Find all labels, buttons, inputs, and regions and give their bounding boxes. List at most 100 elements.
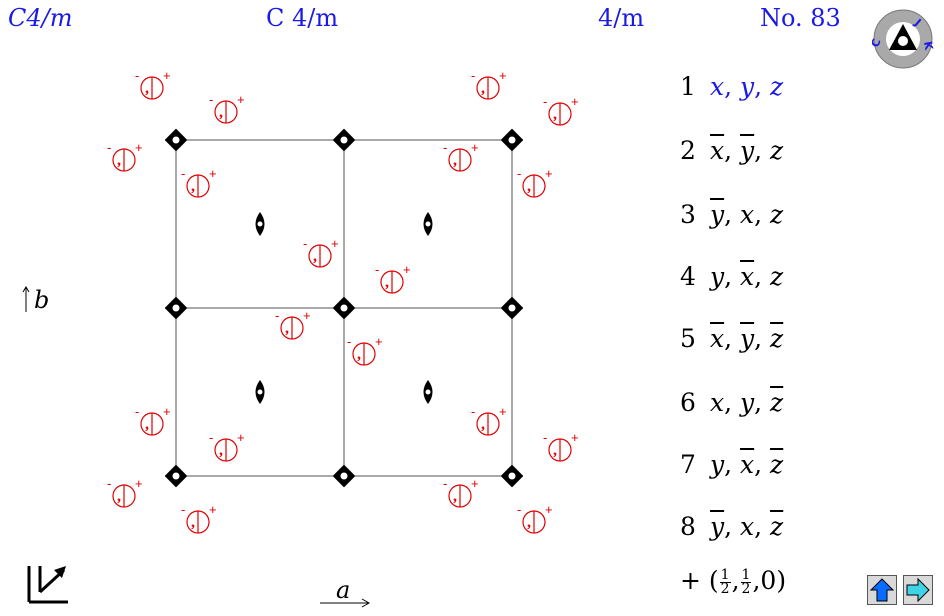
- position-number: 6: [680, 388, 696, 417]
- plus-sign: +: [571, 94, 579, 109]
- axis-a-label: a: [336, 576, 351, 604]
- inversion-center: [340, 136, 348, 144]
- coordinate: z: [770, 136, 784, 165]
- minus-sign: -: [517, 166, 521, 181]
- comma-mark: ,: [453, 152, 457, 169]
- inversion-center: [172, 304, 180, 312]
- plus-sign: +: [163, 68, 171, 83]
- plus-sign: +: [163, 404, 171, 419]
- coordinate: y: [710, 450, 725, 479]
- axis-b-label: b: [22, 286, 49, 314]
- coordinate: x: [710, 388, 725, 417]
- position-number: 4: [680, 262, 696, 291]
- coordinate: y: [710, 512, 725, 541]
- minus-sign: -: [347, 334, 351, 349]
- minus-sign: -: [543, 94, 547, 109]
- minus-sign: -: [209, 92, 213, 107]
- right-arrow-icon: [906, 577, 930, 603]
- minus-sign: -: [443, 476, 447, 491]
- plus-sign: +: [499, 404, 507, 419]
- minus-sign: -: [517, 502, 521, 517]
- up-arrow-icon: [22, 286, 30, 312]
- coordinate: y: [710, 200, 725, 229]
- minus-sign: -: [303, 236, 307, 251]
- up-button[interactable]: [867, 575, 897, 605]
- coordinate: z: [770, 324, 784, 353]
- coordinate: y: [740, 324, 755, 353]
- coordinate: z: [770, 512, 784, 541]
- hm-symbol: C4/m: [8, 4, 73, 32]
- plus-sign: +: [209, 502, 217, 517]
- coordinate: x: [740, 200, 755, 229]
- minus-sign: -: [375, 262, 379, 277]
- position-number: 7: [680, 450, 696, 479]
- plus-sign: +: [331, 236, 339, 251]
- comma-mark: ,: [481, 416, 485, 433]
- comma-mark: ,: [219, 104, 223, 121]
- plus-sign: +: [237, 430, 245, 445]
- plus-sign: +: [403, 262, 411, 277]
- position-number: 5: [680, 324, 696, 353]
- comma-mark: ,: [357, 346, 361, 363]
- plus-sign: +: [571, 430, 579, 445]
- comma-mark: ,: [219, 442, 223, 459]
- position-number: 8: [680, 512, 696, 541]
- next-button[interactable]: [903, 575, 933, 605]
- minus-sign: -: [443, 140, 447, 155]
- minus-sign: -: [181, 166, 185, 181]
- plus-sign: +: [375, 334, 383, 349]
- plus-sign: +: [545, 166, 553, 181]
- minus-sign: -: [543, 430, 547, 445]
- minus-sign: -: [107, 140, 111, 155]
- right-arrow-icon: [320, 598, 371, 608]
- coordinate: z: [770, 450, 784, 479]
- comma-mark: ,: [191, 178, 195, 195]
- inversion-center: [340, 304, 348, 312]
- coordinate: x: [740, 450, 755, 479]
- minus-sign: -: [181, 502, 185, 517]
- comma-mark: ,: [313, 248, 317, 265]
- inversion-center: [172, 472, 180, 480]
- minus-sign: -: [135, 404, 139, 419]
- comma-mark: ,: [527, 514, 531, 531]
- minus-sign: -: [471, 404, 475, 419]
- inversion-center: [508, 472, 516, 480]
- axes-3d-icon[interactable]: [26, 564, 70, 606]
- plus-sign: +: [545, 502, 553, 517]
- comma-mark: ,: [481, 80, 485, 97]
- inversion-center: [425, 221, 431, 227]
- coordinate: x: [740, 512, 755, 541]
- coordinate: y: [710, 262, 725, 291]
- comma-mark: ,: [117, 488, 121, 505]
- plus-sign: +: [303, 308, 311, 323]
- coordinate: y: [740, 388, 755, 417]
- plus-sign: +: [135, 476, 143, 491]
- coordinate: z: [770, 388, 784, 417]
- comma-mark: ,: [117, 152, 121, 169]
- plus-sign: +: [135, 140, 143, 155]
- position-number: 3: [680, 200, 696, 229]
- coordinate: z: [770, 262, 784, 291]
- svg-text:K: K: [921, 40, 934, 51]
- comma-mark: ,: [191, 514, 195, 531]
- minus-sign: -: [135, 68, 139, 83]
- inversion-center: [508, 136, 516, 144]
- svg-text:C: C: [872, 37, 884, 49]
- coordinate: y: [740, 72, 755, 101]
- plus-sign: +: [499, 68, 507, 83]
- inversion-center: [340, 472, 348, 480]
- coordinate: z: [770, 72, 784, 101]
- inversion-center: [172, 136, 180, 144]
- inversion-center: [508, 304, 516, 312]
- minus-sign: -: [107, 476, 111, 491]
